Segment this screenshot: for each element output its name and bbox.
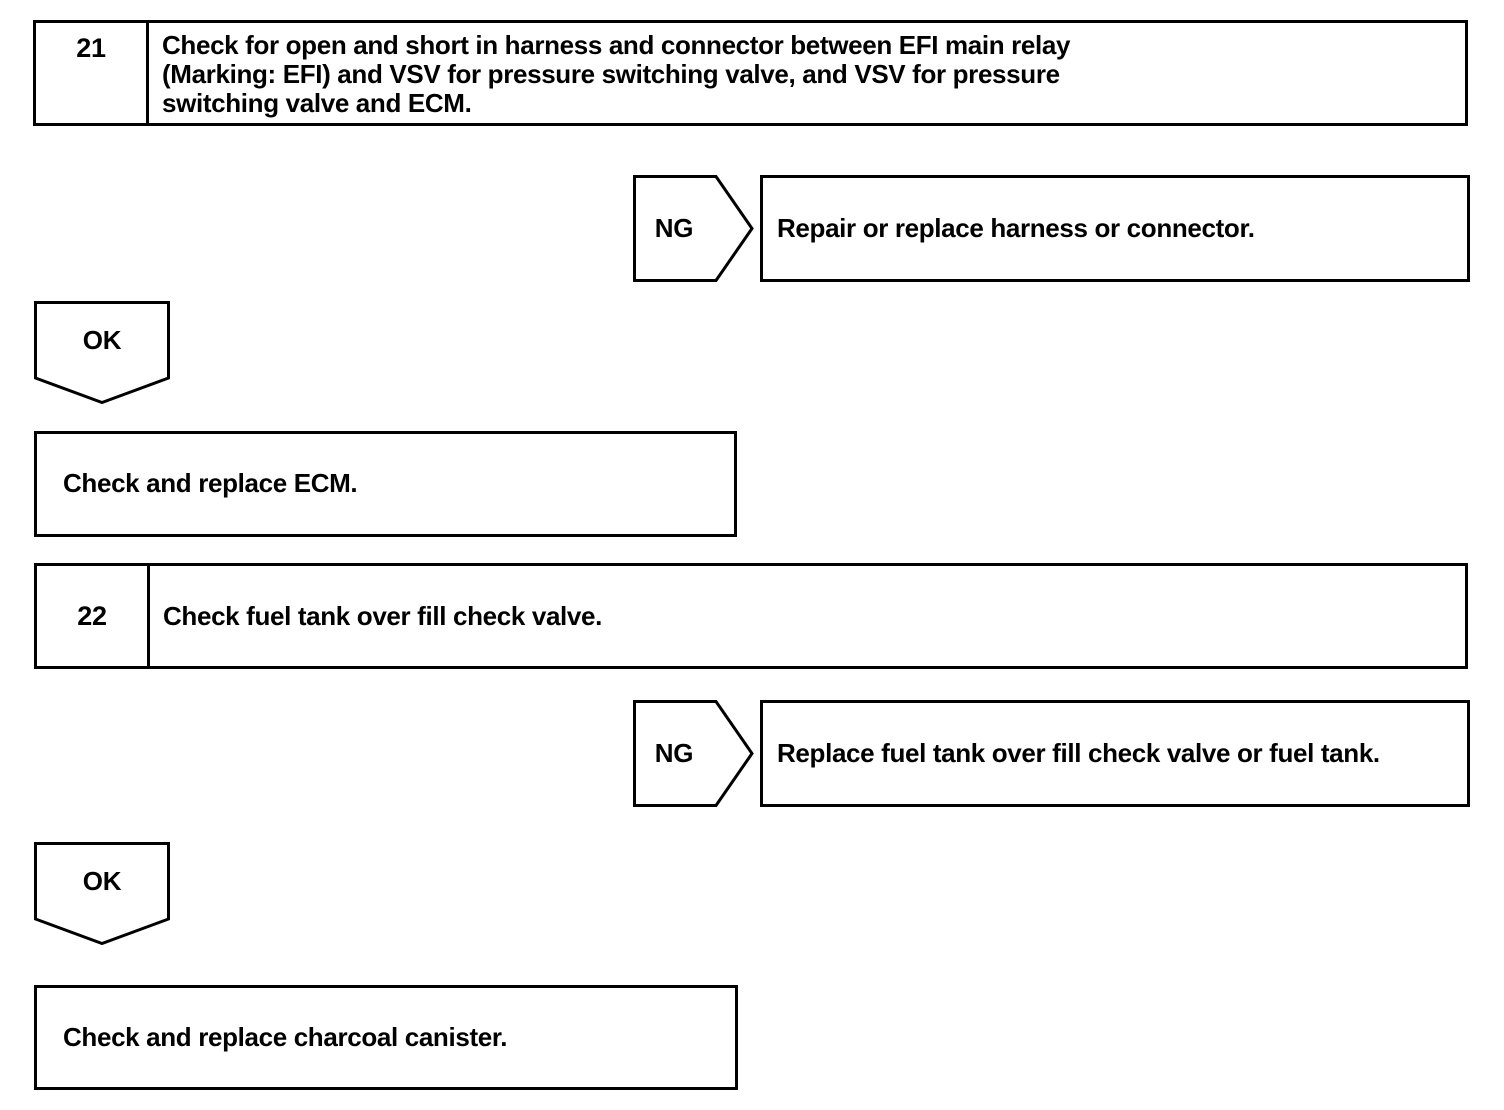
- ok-result-box-1[interactable]: Check and replace ECM.: [34, 431, 737, 537]
- ng-result-text-1: Repair or replace harness or connector.: [777, 212, 1255, 243]
- ng-arrow-shape-icon: [633, 175, 754, 282]
- ng-arrow-shape-icon: [633, 700, 754, 807]
- step-number-21: 21: [76, 33, 106, 63]
- ng-arrow-2[interactable]: NG: [633, 700, 754, 807]
- ok-arrow-2[interactable]: OK: [34, 842, 170, 945]
- step-number-cell-21: 21: [36, 23, 149, 123]
- ok-arrow-label-2: OK: [82, 865, 122, 896]
- ok-result-text-1: Check and replace ECM.: [63, 468, 358, 499]
- step-text-line-3: switching valve and ECM.: [162, 88, 472, 119]
- step-box-21[interactable]: 21 Check for open and short in harness a…: [33, 20, 1468, 126]
- ng-result-text-2: Replace fuel tank over fill check valve …: [777, 737, 1380, 768]
- step-number-22: 22: [77, 600, 107, 631]
- ok-arrow-shape-icon: [34, 842, 170, 945]
- step-text-cell-21: Check for open and short in harness and …: [149, 23, 1465, 123]
- ok-result-text-2: Check and replace charcoal canister.: [63, 1021, 508, 1052]
- step-text-cell-22: Check fuel tank over fill check valve.: [150, 566, 1465, 666]
- step-text-22: Check fuel tank over fill check valve.: [163, 601, 603, 632]
- ng-arrow-label-1: NG: [654, 213, 694, 243]
- ok-arrow-label-1: OK: [82, 324, 122, 355]
- step-text-line-1: Check for open and short in harness and …: [162, 30, 1071, 60]
- ok-result-box-2[interactable]: Check and replace charcoal canister.: [34, 985, 738, 1090]
- ng-result-box-2[interactable]: Replace fuel tank over fill check valve …: [760, 700, 1470, 807]
- ng-result-box-1[interactable]: Repair or replace harness or connector.: [760, 175, 1470, 282]
- ng-arrow-1[interactable]: NG: [633, 175, 754, 282]
- step-number-cell-22: 22: [37, 566, 150, 666]
- ok-arrow-shape-icon: [34, 301, 170, 404]
- ok-arrow-1[interactable]: OK: [34, 301, 170, 404]
- step-text-line-2: (Marking: EFI) and VSV for pressure swit…: [162, 59, 1060, 90]
- ng-arrow-label-2: NG: [654, 738, 694, 768]
- step-box-22[interactable]: 22 Check fuel tank over fill check valve…: [34, 563, 1468, 669]
